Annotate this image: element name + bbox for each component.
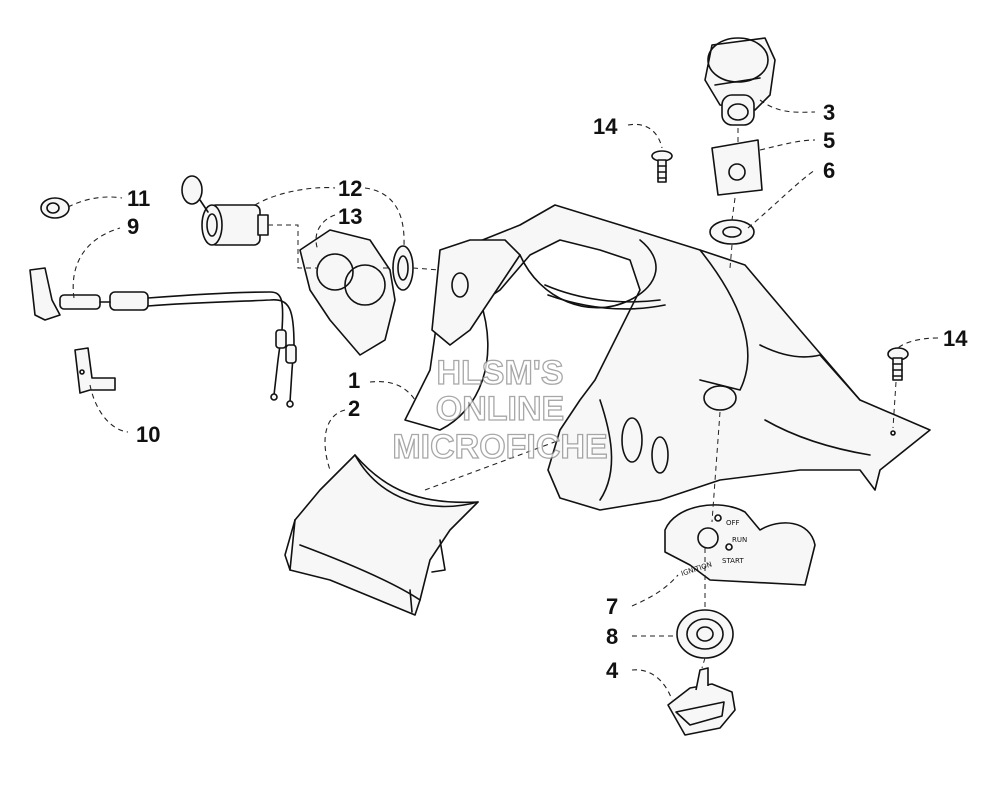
console-hood — [404, 204, 931, 511]
screw-right — [887, 347, 909, 381]
watermark-line-2: ONLINE — [436, 390, 564, 428]
ignition-switch — [704, 37, 776, 126]
plate-run-label: RUN — [732, 536, 747, 544]
lever-bracket — [74, 347, 116, 394]
callout-9: 9 — [127, 214, 139, 239]
watermark-line-3: MICROFICHE — [392, 428, 607, 466]
callout-4: 4 — [606, 658, 619, 683]
retaining-nut — [392, 245, 414, 291]
hood-side-panel — [431, 239, 521, 346]
callout-1: 1 — [348, 368, 360, 393]
lock-washer — [709, 219, 755, 245]
plate-start-label: START — [722, 557, 744, 565]
callout-14-top: 14 — [593, 114, 618, 139]
callout-labels: 11 9 10 12 13 1 2 3 5 6 14 14 7 8 4 — [127, 100, 968, 683]
screw-top — [651, 150, 673, 183]
plate-off-label: OFF — [726, 519, 740, 527]
switch-sleeve — [711, 139, 763, 196]
callout-5: 5 — [823, 128, 835, 153]
ignition-key — [667, 667, 736, 736]
callout-12: 12 — [338, 176, 362, 201]
callout-10: 10 — [136, 422, 160, 447]
switch-mount-bracket — [299, 229, 396, 356]
lower-cowl-panel — [284, 454, 479, 616]
leader-lines — [67, 99, 939, 701]
watermark: HLSM'S ONLINE MICROFICHE — [392, 353, 609, 466]
callout-7: 7 — [606, 594, 618, 619]
watermark-line-1: HLSM'S — [436, 354, 563, 392]
power-outlet — [181, 175, 269, 246]
callout-2: 2 — [348, 396, 360, 421]
callout-13: 13 — [338, 204, 362, 229]
bezel-nut — [676, 609, 734, 659]
assembly-lines — [268, 128, 897, 669]
callout-11: 11 — [127, 186, 150, 211]
callout-14-right: 14 — [943, 326, 968, 351]
callout-3: 3 — [823, 100, 835, 125]
ignition-plate: OFF RUN START IGNITION — [664, 504, 816, 586]
grommet — [40, 197, 70, 219]
throttle-cable-assembly — [29, 267, 297, 408]
callout-8: 8 — [606, 624, 618, 649]
callout-6: 6 — [823, 158, 835, 183]
